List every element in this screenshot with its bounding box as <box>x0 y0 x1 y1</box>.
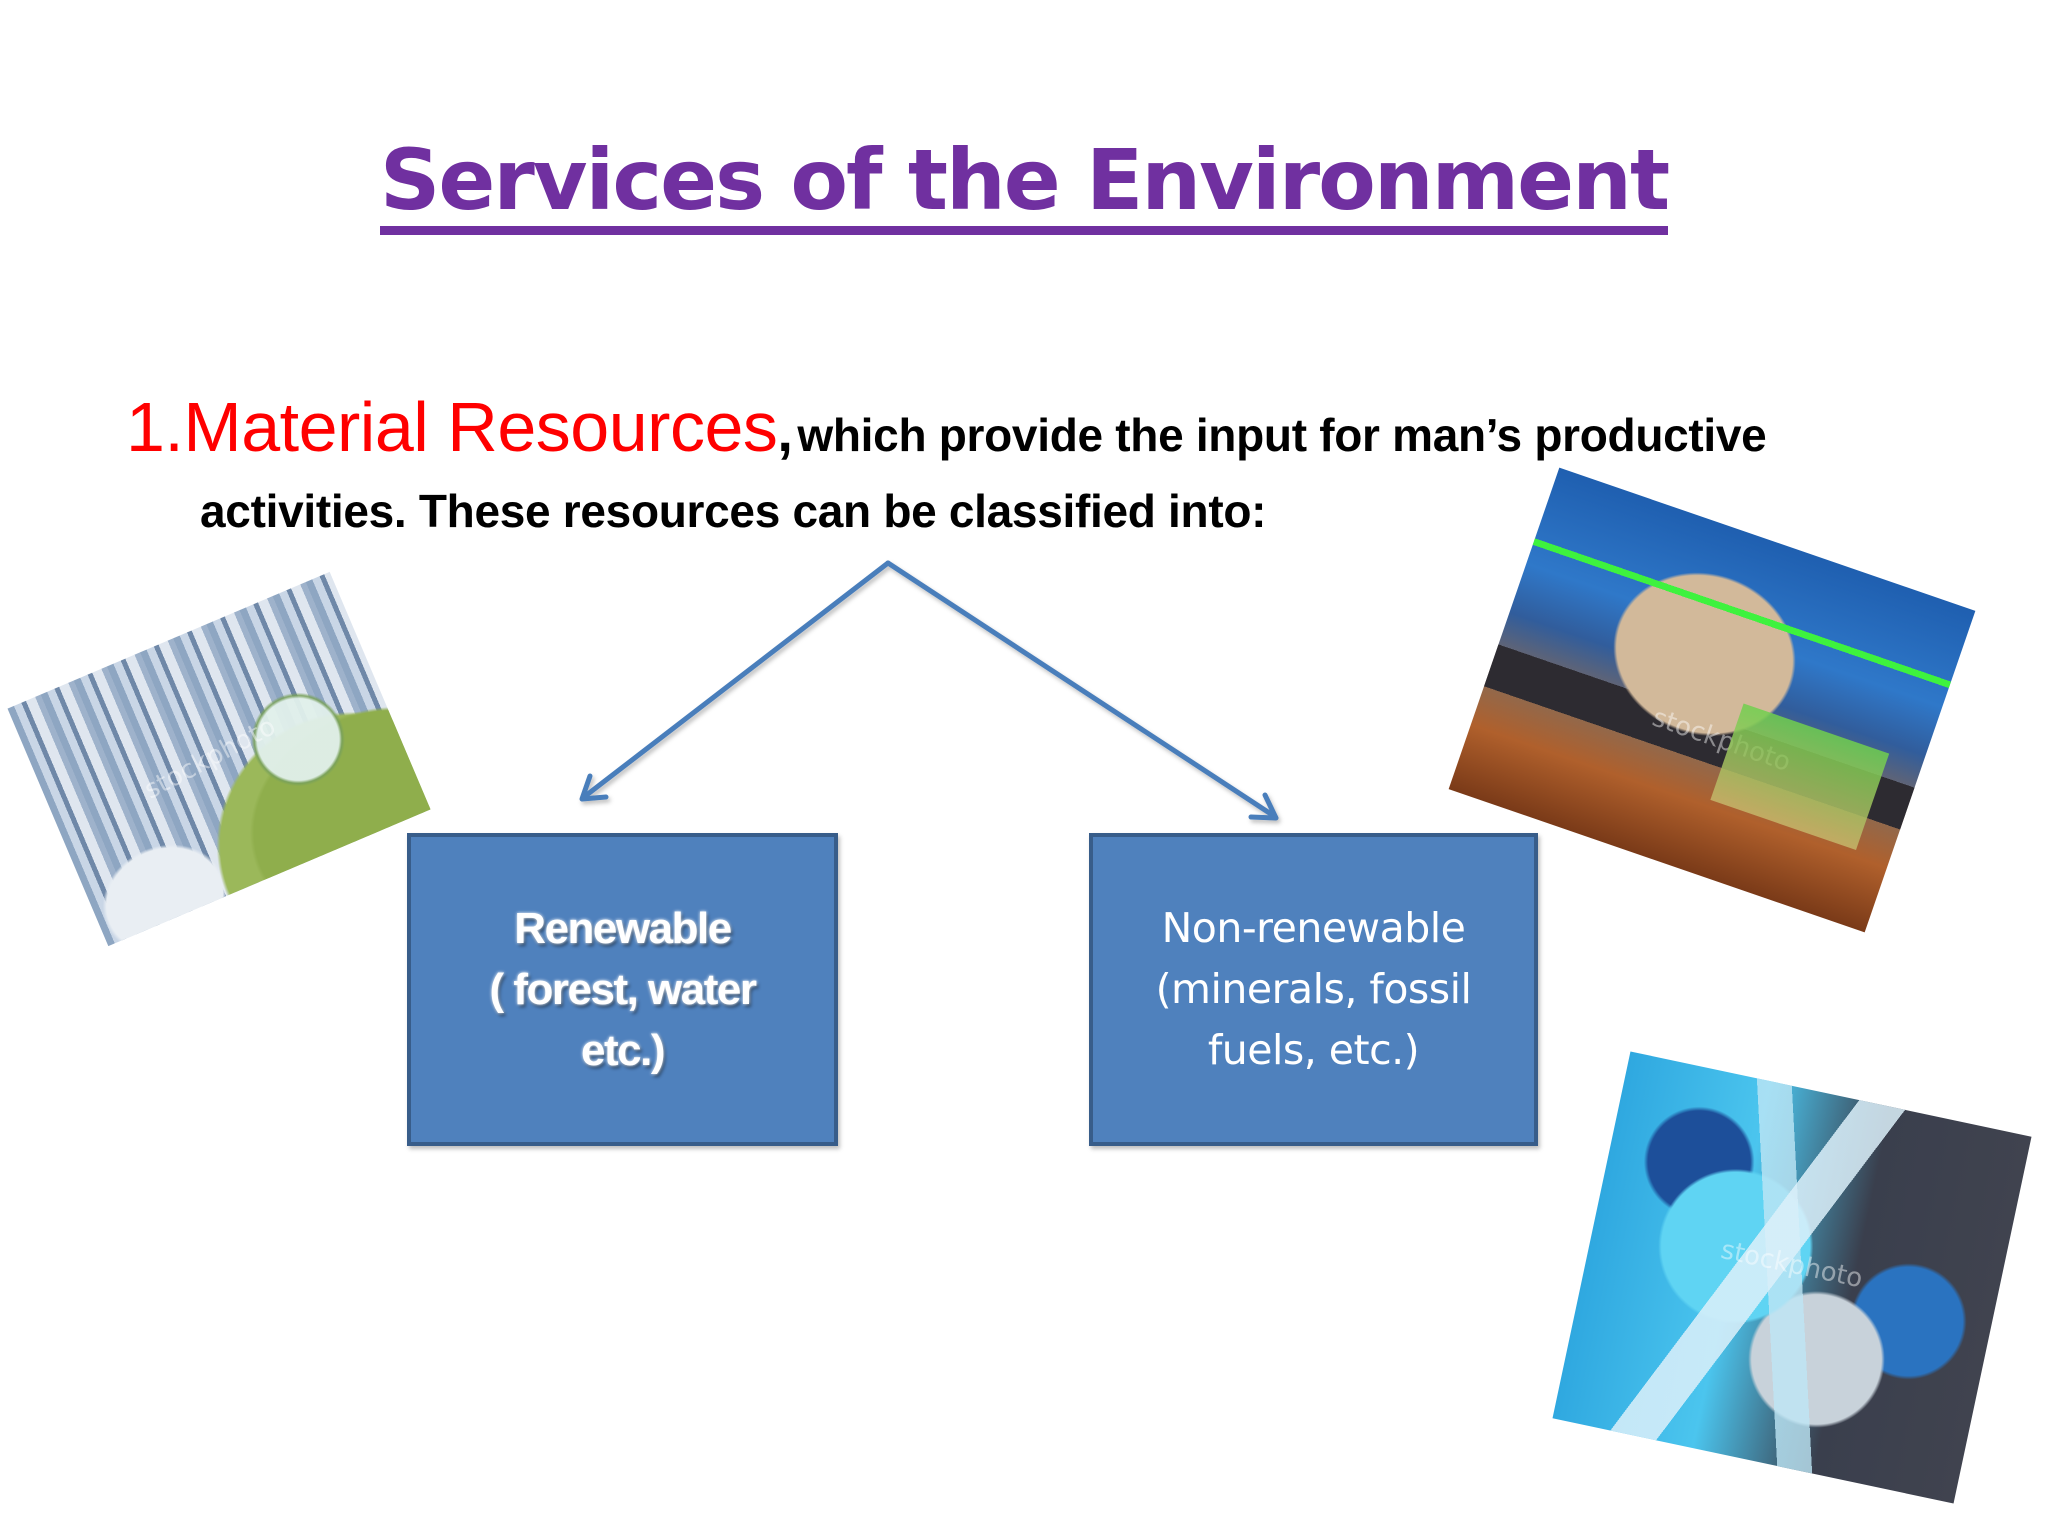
bullet-line-2: activities. These resources can be class… <box>200 488 1266 534</box>
renewable-examples-line-1: ( forest, water <box>489 965 757 1014</box>
bullet-line-1: 1.Material Resources, which provide the … <box>126 392 1767 463</box>
point-description-line-2: activities. These resources can be class… <box>200 485 1267 537</box>
renewable-examples-line-2: etc.) <box>581 1026 665 1075</box>
renewable-box-text: Renewable ( forest, water etc.) <box>489 898 757 1081</box>
non-renewable-examples-line-2: fuels, etc.) <box>1207 1026 1420 1074</box>
photo-watermark: stockphoto <box>1718 1235 1866 1295</box>
photo-watermark: stockphoto <box>1648 702 1795 778</box>
arrowhead-right-icon <box>1248 792 1279 821</box>
waterfall-globe-photo: stockphoto <box>7 571 431 947</box>
mineral-crystal-photo: stockphoto <box>1552 1051 2032 1504</box>
non-renewable-box-text: Non-renewable (minerals, fossil fuels, e… <box>1156 898 1472 1081</box>
renewable-label: Renewable <box>514 904 732 953</box>
point-description-line-1: which provide the input for man’s produc… <box>797 409 1767 461</box>
non-renewable-label: Non-renewable <box>1161 904 1466 952</box>
point-heading: 1.Material Resources <box>126 388 778 466</box>
slide-title-text: Services of the Environment <box>379 138 1670 235</box>
point-comma: , <box>777 400 793 463</box>
renewable-box: Renewable ( forest, water etc.) <box>407 833 838 1146</box>
non-renewable-examples-line-1: (minerals, fossil <box>1155 965 1472 1013</box>
slide-title: Services of the Environment <box>0 138 2048 235</box>
photo-watermark: stockphoto <box>139 711 281 806</box>
arrow-to-renewable <box>581 560 891 800</box>
arrowhead-left-icon <box>579 773 609 802</box>
non-renewable-box: Non-renewable (minerals, fossil fuels, e… <box>1089 833 1538 1146</box>
arrow-to-non-renewable <box>885 560 1277 819</box>
